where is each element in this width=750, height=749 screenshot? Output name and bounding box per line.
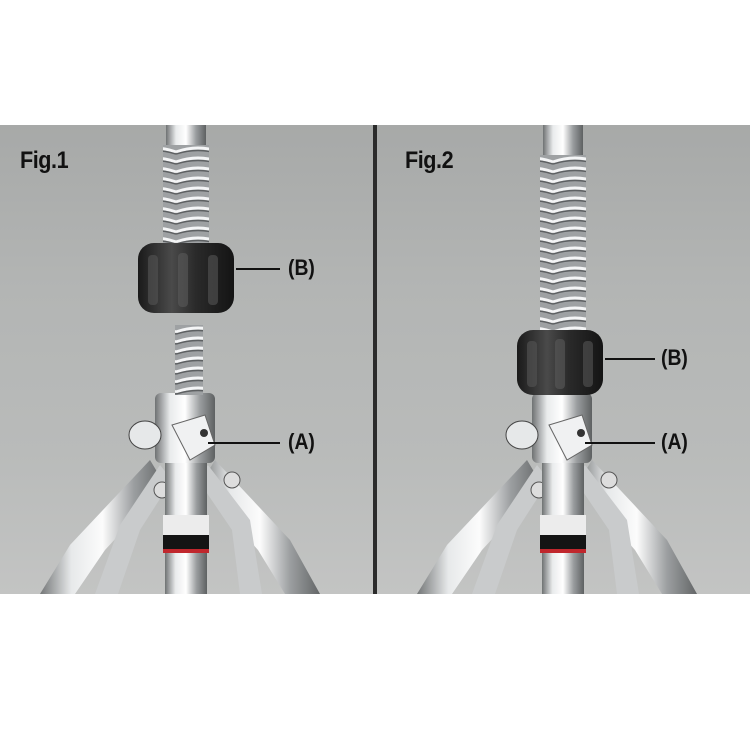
callout-label-b: (B) [288,255,315,280]
product-badge [540,515,586,553]
upper-spring [163,145,209,245]
figure-title: Fig.1 [20,147,69,174]
wing-nut-knob [138,243,234,313]
height-clamp [505,393,593,463]
tripod-legs [417,460,697,594]
product-badge [163,515,209,553]
leader-line-a [208,442,280,444]
panel-divider [373,125,377,594]
top-rod [543,125,583,155]
figure-1-photo [40,125,320,594]
upper-spring [540,155,586,335]
leader-line-b [605,358,655,360]
figure-1-panel: Fig.1 (B) (A) [0,125,373,594]
top-rod [166,125,206,145]
callout-label-a: (A) [288,429,315,454]
leader-line-a [585,442,655,444]
figure-2-panel: Fig.2 (B) (A) [377,125,750,594]
wing-nut-knob [517,330,603,395]
figure-2-photo [417,125,697,594]
height-clamp [128,393,216,463]
figure-title: Fig.2 [405,147,454,174]
callout-label-a: (A) [661,429,688,454]
lower-spring [175,325,203,395]
callout-label-b: (B) [661,345,688,370]
leader-line-b [236,268,280,270]
